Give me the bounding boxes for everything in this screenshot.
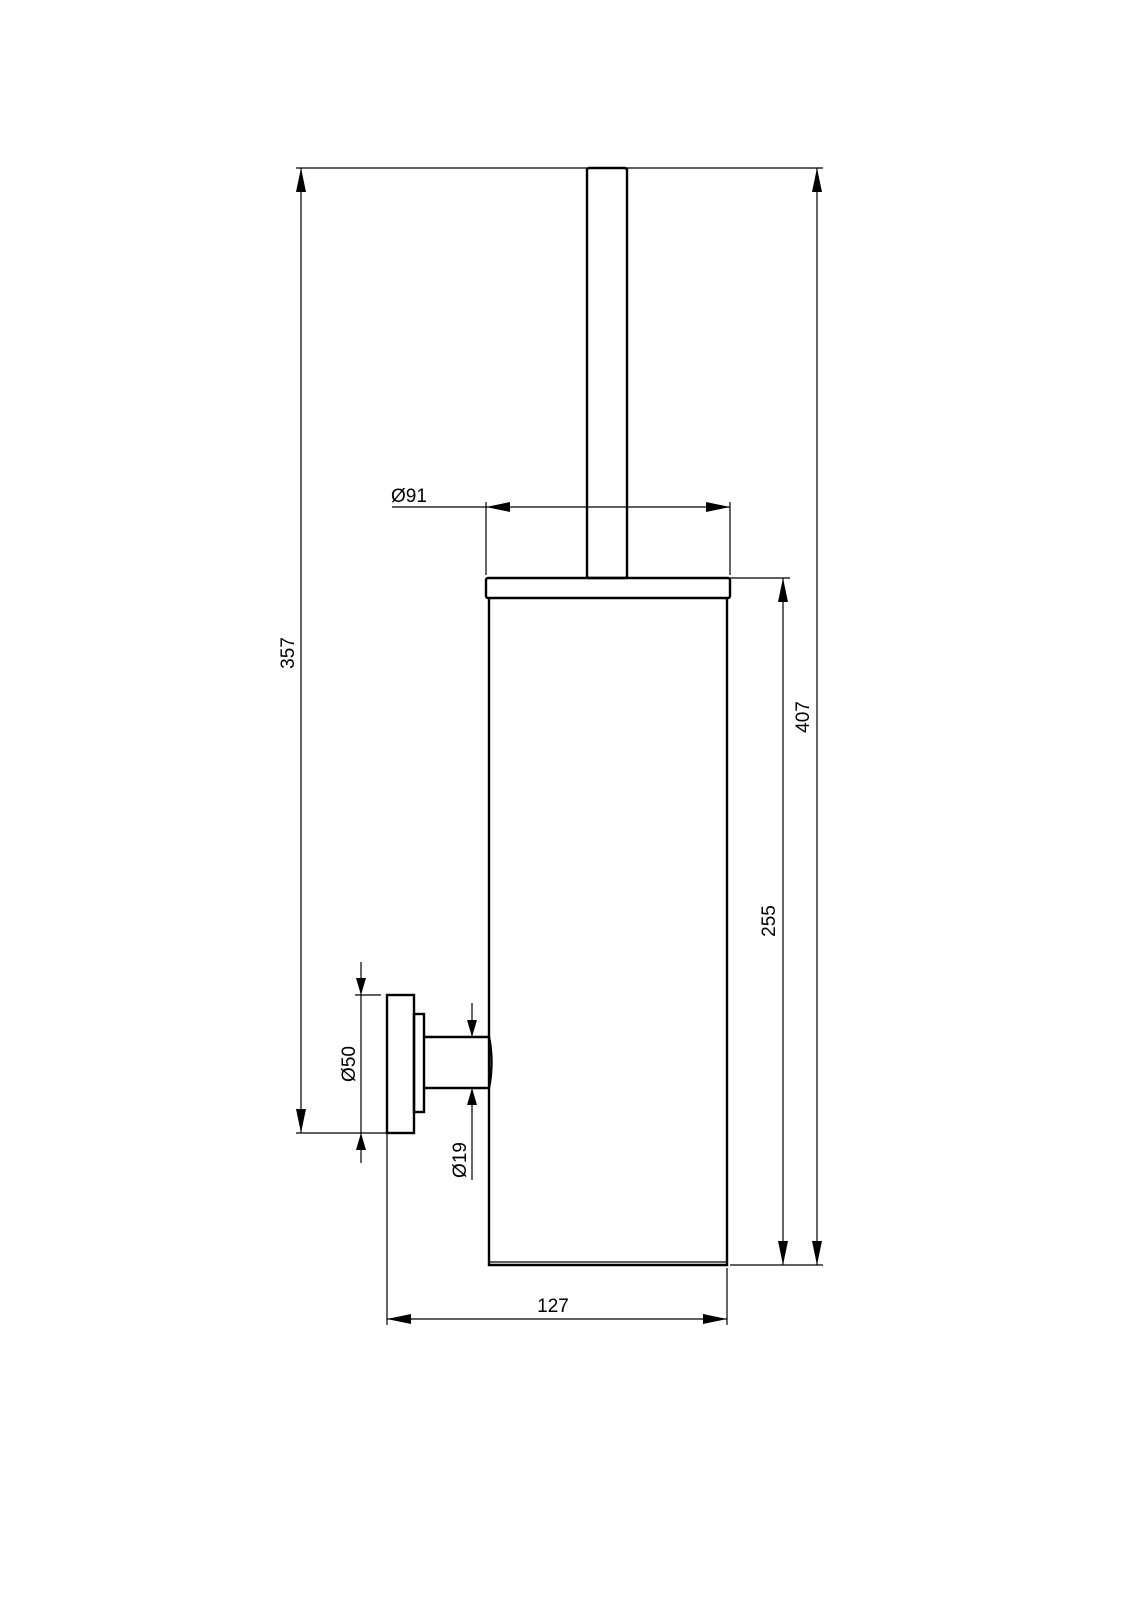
dimension-d19: Ø19 bbox=[450, 1003, 477, 1180]
dimension-407-label: 407 bbox=[793, 701, 814, 733]
dimension-255-label: 255 bbox=[759, 905, 780, 937]
container-body bbox=[487, 598, 729, 1267]
dimension-127-label: 127 bbox=[537, 1296, 569, 1317]
dimension-d50-label: Ø50 bbox=[339, 1046, 360, 1082]
dimension-d19-label: Ø19 bbox=[450, 1142, 471, 1178]
dimension-d91-label: Ø91 bbox=[391, 486, 427, 507]
dimension-255: 255 bbox=[730, 577, 790, 1265]
dimension-127: 127 bbox=[386, 1133, 728, 1325]
dimension-357-label: 357 bbox=[278, 637, 299, 669]
wall-bracket bbox=[385, 993, 493, 1135]
dimension-d91: Ø91 bbox=[391, 486, 731, 575]
dimension-407: 407 bbox=[627, 167, 823, 1266]
lid bbox=[484, 576, 732, 600]
dimension-d50: Ø50 bbox=[339, 962, 381, 1163]
dimension-357: 357 bbox=[278, 167, 587, 1134]
brush-handle bbox=[585, 166, 629, 580]
